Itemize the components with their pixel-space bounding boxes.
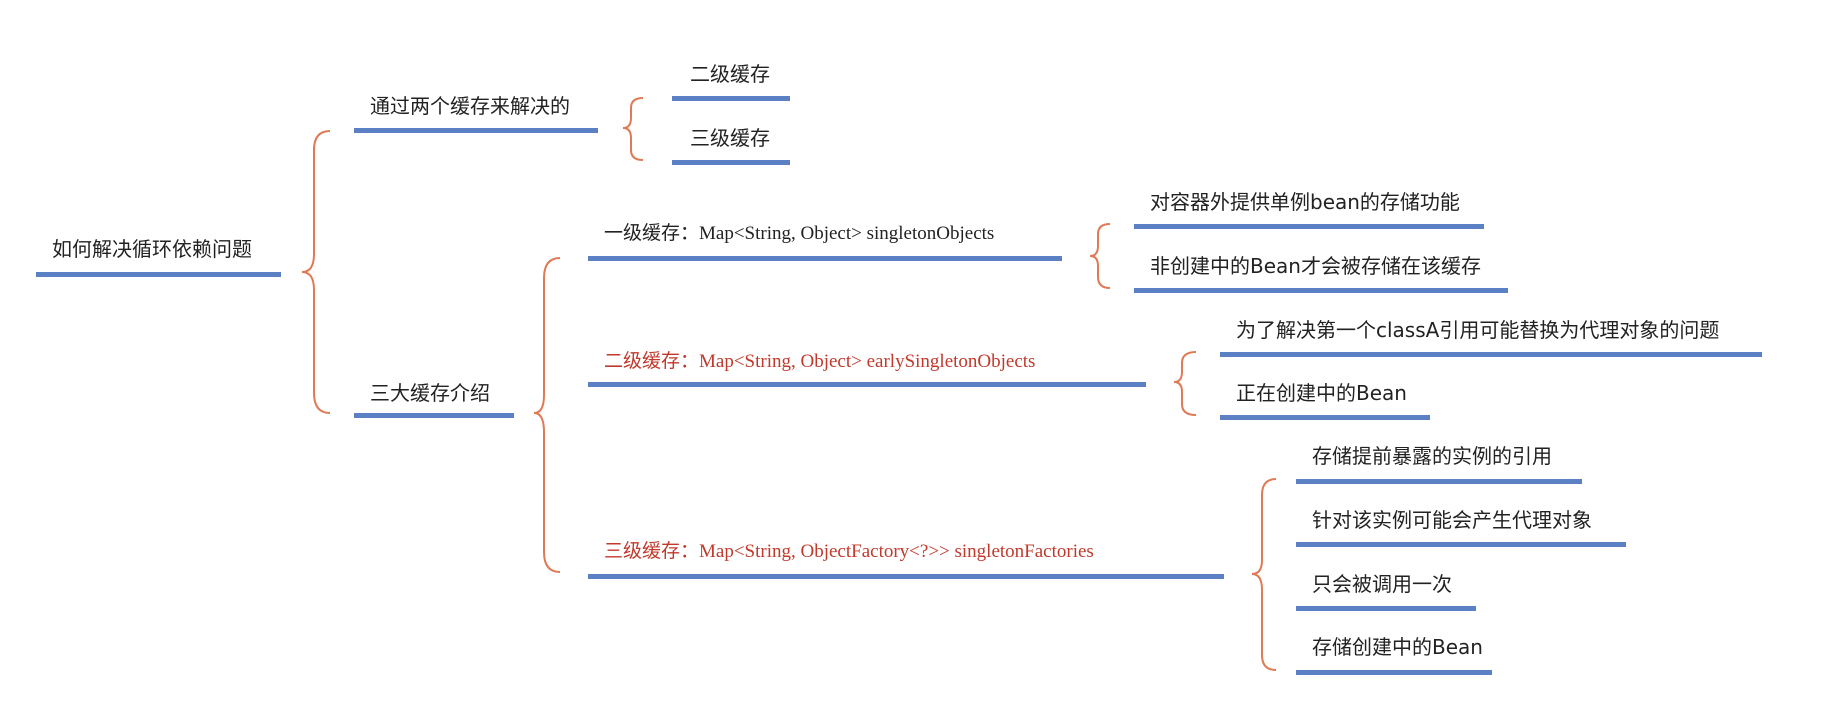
level3-child-3-underline xyxy=(1296,606,1476,611)
level1-label: 一级缓存：Map<String, Object> singletonObject… xyxy=(604,223,995,244)
level3-child-4-underline xyxy=(1296,670,1492,675)
root-label: 如何解决循环依赖问题 xyxy=(52,237,252,261)
level1-child-1: 对容器外提供单例bean的存储功能 xyxy=(1150,190,1460,214)
level3-child-3: 只会被调用一次 xyxy=(1312,572,1452,596)
brace-level2 xyxy=(1173,351,1197,416)
level1-underline xyxy=(588,256,1062,261)
level3-child-1-underline xyxy=(1296,479,1582,484)
level3-child-2-underline xyxy=(1296,542,1626,547)
level2-underline xyxy=(588,382,1146,387)
two-caches-child-2-underline xyxy=(672,160,790,165)
brace-three-caches xyxy=(533,257,561,573)
level2-child-2: 正在创建中的Bean xyxy=(1236,381,1407,405)
level3-child-1: 存储提前暴露的实例的引用 xyxy=(1312,444,1552,468)
level2-child-1-underline xyxy=(1220,352,1762,357)
root-underline xyxy=(36,272,281,277)
level2-label: 二级缓存：Map<String, Object> earlySingletonO… xyxy=(604,351,1036,372)
brace-two-caches xyxy=(622,97,644,161)
level2-child-2-underline xyxy=(1220,415,1430,420)
level1-child-2: 非创建中的Bean才会被存储在该缓存 xyxy=(1150,254,1481,278)
level1-child-1-underline xyxy=(1134,224,1484,229)
three-caches-label: 三大缓存介绍 xyxy=(370,381,490,405)
level3-underline xyxy=(588,574,1224,579)
three-caches-underline xyxy=(354,413,514,418)
level3-child-4: 存储创建中的Bean xyxy=(1312,635,1483,659)
brace-root xyxy=(301,130,331,414)
brace-level1 xyxy=(1089,223,1111,289)
two-caches-label: 通过两个缓存来解决的 xyxy=(370,94,570,118)
two-caches-child-1-underline xyxy=(672,96,790,101)
brace-level3 xyxy=(1251,478,1277,671)
level3-child-2: 针对该实例可能会产生代理对象 xyxy=(1312,508,1592,532)
level3-label: 三级缓存：Map<String, ObjectFactory<?>> singl… xyxy=(604,541,1094,562)
level1-child-2-underline xyxy=(1134,288,1508,293)
level2-child-1: 为了解决第一个classA引用可能替换为代理对象的问题 xyxy=(1236,318,1720,342)
two-caches-underline xyxy=(354,128,598,133)
two-caches-child-1: 二级缓存 xyxy=(690,62,770,86)
two-caches-child-2: 三级缓存 xyxy=(690,126,770,150)
